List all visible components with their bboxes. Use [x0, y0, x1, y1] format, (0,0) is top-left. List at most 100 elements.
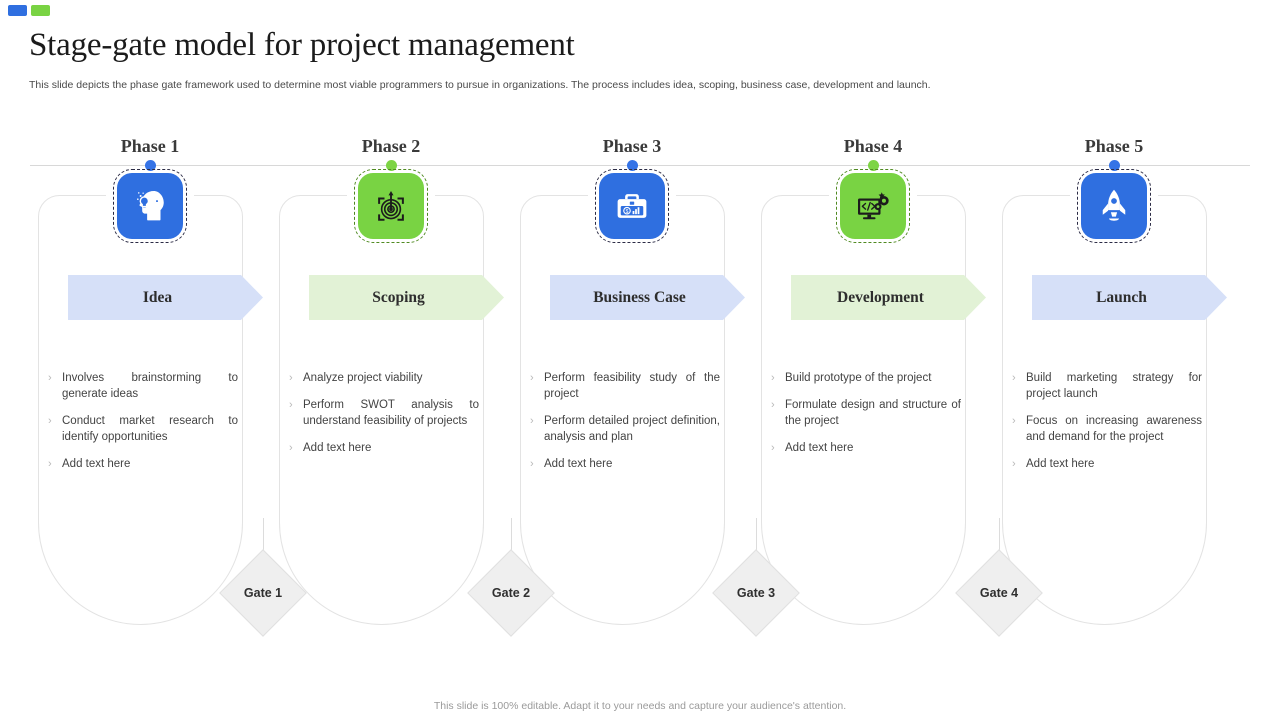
phase-banner-5[interactable]: Launch — [1032, 275, 1227, 320]
phase-title-1: Idea — [142, 288, 173, 306]
bullet-text: Conduct market research to identify oppo… — [62, 415, 238, 443]
phase-icon-tile-4[interactable] — [836, 169, 910, 243]
chevron-right-icon: › — [289, 442, 293, 454]
bullet-item: › Perform SWOT analysis to understand fe… — [289, 397, 479, 429]
bullet-text: Involves brainstorming to generate ideas — [62, 372, 238, 400]
phase-banner-3[interactable]: Business Case — [550, 275, 745, 320]
bullet-item: › Add text here — [1012, 456, 1202, 472]
chevron-right-icon: › — [48, 458, 52, 470]
bullet-text: Perform detailed project definition, ana… — [544, 415, 720, 443]
chevron-right-icon: › — [771, 372, 775, 384]
phase-banner-1[interactable]: Idea — [68, 275, 263, 320]
bullet-item: › Add text here — [771, 440, 961, 456]
chevron-right-icon: › — [1012, 415, 1016, 427]
bullet-item: › Formulate design and structure of the … — [771, 397, 961, 429]
gate-connector-2 — [511, 518, 512, 578]
head-lightbulb-icon — [137, 191, 164, 221]
bullet-text: Add text here — [1026, 458, 1095, 470]
bullet-text: Add text here — [62, 458, 131, 470]
footer-note: This slide is 100% editable. Adapt it to… — [433, 700, 847, 712]
phase-title-2: Scoping — [372, 288, 425, 306]
phase-bullets-4: › Build prototype of the project › Formu… — [771, 370, 961, 467]
phase-pod-4 — [761, 195, 966, 625]
phase-pod-2 — [279, 195, 484, 625]
chevron-right-icon: › — [289, 372, 293, 384]
phase-label-2: Phase 2 — [361, 136, 421, 156]
bullet-text: Build prototype of the project — [785, 372, 932, 384]
phase-label-1: Phase 1 — [120, 136, 180, 156]
bullet-text: Focus on increasing awareness and demand… — [1026, 415, 1202, 443]
rocket-icon — [1102, 189, 1126, 221]
bullet-text: Perform feasibility study of the project — [544, 372, 720, 400]
phase-icon-tile-3[interactable]: $ — [595, 169, 669, 243]
bullet-text: Analyze project viability — [303, 372, 423, 384]
bullet-item: › Build prototype of the project — [771, 370, 961, 386]
briefcase-finance-icon: $ — [617, 194, 647, 218]
bullet-item: › Add text here — [48, 456, 238, 472]
timeline-dot-3 — [626, 160, 638, 171]
chevron-right-icon: › — [771, 442, 775, 454]
phase-bullets-5: › Build marketing strategy for project l… — [1012, 370, 1202, 483]
phase-title-3: Business Case — [593, 288, 686, 306]
phase-column-2: Phase 2 Scoping › Analyze project viabil… — [271, 110, 511, 670]
gate-label-1: Gate 1 — [243, 586, 283, 600]
target-dart-icon — [378, 191, 404, 221]
bullet-text: Add text here — [544, 458, 613, 470]
phase-label-4: Phase 4 — [843, 136, 903, 156]
gate-connector-4 — [999, 518, 1000, 578]
phase-column-5: Phase 5 Launch › Build marketing strateg… — [994, 110, 1234, 670]
phase-label-3: Phase 3 — [602, 136, 662, 156]
bullet-item: › Perform feasibility study of the proje… — [530, 370, 720, 402]
gate-label-4: Gate 4 — [979, 586, 1019, 600]
bullet-item: › Add text here — [530, 456, 720, 472]
chevron-right-icon: › — [1012, 458, 1016, 470]
timeline-dot-4 — [867, 160, 879, 171]
bullet-text: Add text here — [303, 442, 372, 454]
bullet-item: › Involves brainstorming to generate ide… — [48, 370, 238, 402]
phase-icon-tile-2[interactable] — [354, 169, 428, 243]
bullet-text: Add text here — [785, 442, 854, 454]
phase-pod-3 — [520, 195, 725, 625]
gate-label-2: Gate 2 — [491, 586, 531, 600]
page-subtitle: This slide depicts the phase gate framew… — [29, 79, 931, 91]
phase-icon-tile-5[interactable] — [1077, 169, 1151, 243]
phase-pod-1 — [38, 195, 243, 625]
bullet-item: › Conduct market research to identify op… — [48, 413, 238, 445]
phase-icon-tile-1[interactable] — [113, 169, 187, 243]
gate-connector-1 — [263, 518, 264, 578]
bullet-text: Perform SWOT analysis to understand feas… — [303, 399, 479, 427]
brand-chips — [8, 5, 50, 16]
monitor-code-gears-icon — [858, 192, 889, 220]
phase-column-1: Phase 1 Idea › Involves brainstorming to… — [30, 110, 270, 670]
phase-title-5: Launch — [1096, 288, 1147, 306]
timeline-rail — [30, 165, 1250, 166]
phase-bullets-2: › Analyze project viability › Perform SW… — [289, 370, 479, 467]
chip-green-icon — [31, 5, 50, 16]
timeline-dot-5 — [1108, 160, 1120, 171]
phase-banner-4[interactable]: Development — [791, 275, 986, 320]
chevron-right-icon: › — [530, 372, 534, 384]
phase-column-3: Phase 3 $ Business Case › Perform feasib… — [512, 110, 752, 670]
bullet-item: › Build marketing strategy for project l… — [1012, 370, 1202, 402]
svg-text:$: $ — [626, 209, 629, 215]
chevron-right-icon: › — [771, 399, 775, 411]
phase-banner-2[interactable]: Scoping — [309, 275, 504, 320]
chevron-right-icon: › — [1012, 372, 1016, 384]
chevron-right-icon: › — [530, 458, 534, 470]
phase-bullets-1: › Involves brainstorming to generate ide… — [48, 370, 238, 483]
bullet-item: › Analyze project viability — [289, 370, 479, 386]
phase-column-4: Phase 4 Development › Buil — [753, 110, 993, 670]
stage-gate-diagram: Phase 1 Idea › Involves brainstorming to… — [0, 110, 1280, 670]
bullet-text: Build marketing strategy for project lau… — [1026, 372, 1202, 400]
chevron-right-icon: › — [530, 415, 534, 427]
timeline-dot-2 — [385, 160, 397, 171]
chevron-right-icon: › — [48, 415, 52, 427]
gate-connector-3 — [756, 518, 757, 578]
phase-label-5: Phase 5 — [1084, 136, 1144, 156]
chip-blue-icon — [8, 5, 27, 16]
page-title: Stage-gate model for project management — [29, 27, 575, 63]
timeline-dot-1 — [144, 160, 156, 171]
gate-label-3: Gate 3 — [736, 586, 776, 600]
bullet-item: › Perform detailed project definition, a… — [530, 413, 720, 445]
chevron-right-icon: › — [289, 399, 293, 411]
